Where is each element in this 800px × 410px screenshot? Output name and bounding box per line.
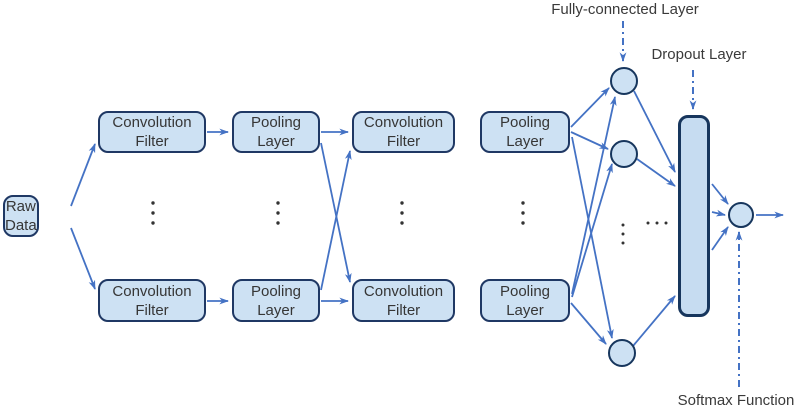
pooling-layer-label: Pooling Layer — [499, 114, 551, 150]
convolution-filter-node-top-1: Convolution Filter — [98, 111, 206, 153]
pooling-layer-node-bottom-1: Pooling Layer — [232, 279, 320, 322]
arrow-fc2-to-dropout — [636, 158, 676, 187]
arrow-pool2top-to-fc1 — [570, 87, 610, 128]
pooling-layer-label: Pooling Layer — [250, 114, 302, 150]
softmax-function-label: Softmax Function — [677, 392, 795, 409]
convolution-filter-label: Convolution Filter — [112, 282, 192, 319]
arrow-fc3-to-dropout — [632, 295, 676, 347]
horizontal-ellipsis-fc — [646, 221, 668, 225]
convolution-filter-node-bottom-2: Convolution Filter — [352, 279, 455, 322]
convolution-filter-label: Convolution Filter — [363, 114, 444, 150]
arrow-raw-to-conv-top — [70, 143, 96, 207]
arrow-dropout-to-output-2 — [711, 209, 726, 217]
pooling-layer-label: Pooling Layer — [250, 282, 302, 319]
vertical-ellipsis-pool2 — [521, 201, 525, 225]
vertical-ellipsis-conv1 — [151, 201, 155, 225]
fully-connected-neuron-1 — [610, 67, 638, 95]
vertical-ellipsis-fc — [621, 223, 625, 245]
pooling-layer-node-top-1: Pooling Layer — [232, 111, 320, 153]
fully-connected-layer-label: Fully-connected Layer — [551, 1, 699, 18]
arrow-pool1top-to-conv2bottom — [320, 142, 352, 283]
raw-data-label: Raw Data — [5, 198, 37, 234]
raw-data-node: Raw Data — [3, 195, 39, 237]
arrow-fc1-to-dropout — [633, 90, 676, 173]
fully-connected-neuron-3 — [608, 339, 636, 367]
arrow-pool2top-to-fc3 — [571, 136, 614, 339]
softmax-output-node — [728, 202, 754, 228]
arrow-pool2bottom-to-fc2 — [571, 163, 613, 298]
arrow-dropout-to-output-3 — [711, 226, 729, 251]
pooling-layer-node-top-2: Pooling Layer — [480, 111, 570, 153]
pooling-layer-label: Pooling Layer — [499, 282, 551, 319]
arrow-pool1bottom-to-conv2top — [320, 150, 352, 291]
convolution-filter-node-bottom-1: Convolution Filter — [98, 279, 206, 322]
vertical-ellipsis-pool1 — [276, 201, 280, 225]
arrow-pool2bottom-to-fc3 — [570, 302, 607, 345]
convolution-filter-label: Convolution Filter — [363, 282, 444, 319]
arrow-dropout-to-output-1 — [711, 183, 729, 205]
vertical-ellipsis-conv2 — [400, 201, 404, 225]
dropout-layer-label: Dropout Layer — [651, 46, 747, 63]
solid-arrows — [70, 87, 784, 347]
fully-connected-neuron-2 — [610, 140, 638, 168]
ellipsis-marks — [151, 201, 668, 245]
arrow-raw-to-conv-bottom — [70, 227, 96, 290]
convolution-filter-label: Convolution Filter — [112, 114, 192, 150]
dropout-layer-node — [678, 115, 710, 317]
convolution-filter-node-top-2: Convolution Filter — [352, 111, 455, 153]
arrow-pool2top-to-fc2 — [570, 131, 609, 150]
pooling-layer-node-bottom-2: Pooling Layer — [480, 279, 570, 322]
dashdot-arrows — [619, 21, 743, 387]
arrow-pool2bottom-to-fc1 — [571, 96, 617, 295]
